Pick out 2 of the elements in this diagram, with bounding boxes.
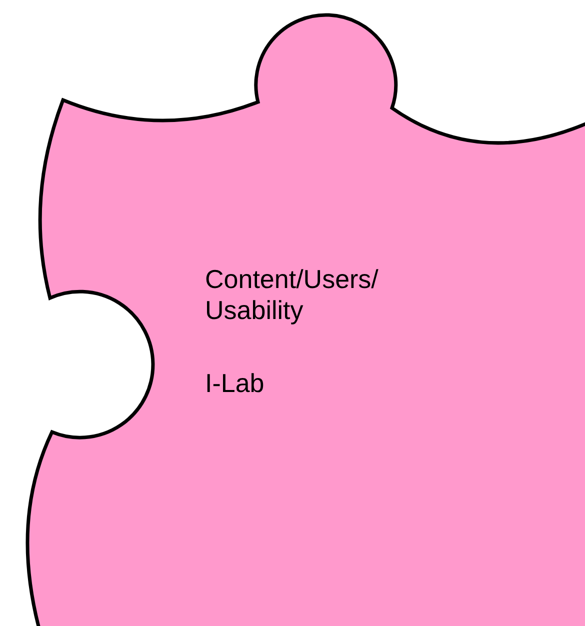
piece-label: Content/Users/ Usability (205, 264, 380, 326)
piece-label: I-Lab (205, 368, 266, 399)
